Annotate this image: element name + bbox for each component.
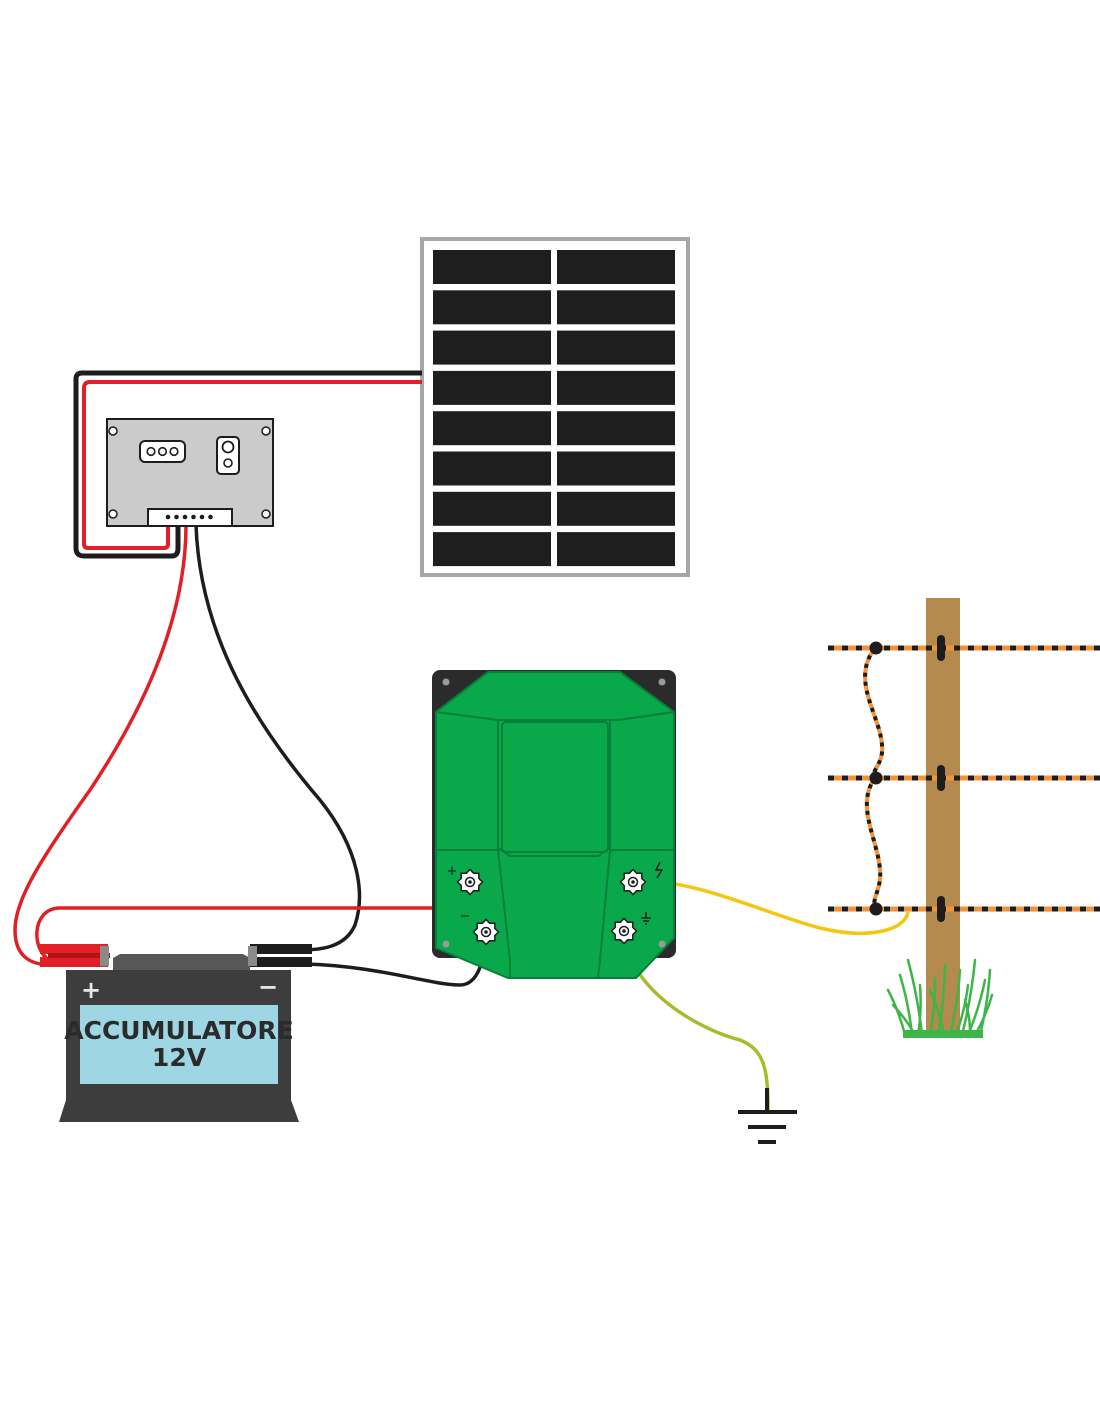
energizer-negative-sign: − bbox=[460, 909, 471, 924]
battery-label-background bbox=[80, 1005, 278, 1084]
red-clamp bbox=[40, 944, 110, 967]
panel-wire-black bbox=[73, 370, 422, 559]
solar-cell bbox=[433, 250, 551, 284]
black-clamp bbox=[248, 944, 312, 967]
solar-cell bbox=[433, 290, 551, 325]
energizer-center-panel bbox=[501, 721, 609, 853]
button-icon bbox=[221, 440, 235, 454]
battery: ACCUMULATORE 12V + − bbox=[40, 944, 312, 1122]
led-icon bbox=[146, 446, 156, 457]
controller-to-battery-red bbox=[13, 524, 188, 967]
solar-cell bbox=[433, 370, 551, 405]
screw-icon bbox=[442, 940, 450, 948]
terminal-knob-icon bbox=[619, 868, 647, 896]
energizer-terminals bbox=[456, 868, 647, 946]
solar-cell bbox=[433, 491, 551, 526]
led-icon bbox=[157, 446, 168, 457]
controller-to-battery-black bbox=[194, 524, 362, 952]
battery-negative-sign: − bbox=[258, 973, 278, 1001]
terminal-dot bbox=[199, 514, 205, 520]
controller-terminal-block bbox=[147, 508, 233, 527]
panel-wire-red bbox=[82, 380, 422, 550]
solar-cell bbox=[557, 532, 675, 567]
solar-cell bbox=[557, 411, 675, 446]
terminal-knob-icon bbox=[610, 917, 638, 945]
grass-blade bbox=[948, 968, 962, 1037]
battery-base bbox=[59, 1100, 299, 1122]
connector-dot bbox=[869, 771, 883, 785]
terminal-dot bbox=[191, 514, 196, 520]
grass-blade bbox=[978, 968, 992, 1037]
screw-icon bbox=[442, 678, 450, 686]
fence-tapes bbox=[828, 635, 1100, 922]
solar-cell bbox=[557, 290, 675, 325]
fence-post bbox=[926, 598, 960, 1035]
solar-panel bbox=[420, 237, 690, 577]
solar-cell bbox=[557, 370, 675, 405]
grass-blade bbox=[960, 958, 977, 1037]
screw-icon bbox=[658, 940, 666, 948]
screw-icon bbox=[261, 426, 271, 436]
insulator-icon bbox=[937, 896, 945, 922]
grass-blade bbox=[936, 963, 947, 1037]
screw-icon bbox=[658, 678, 666, 686]
solar-cell bbox=[557, 330, 675, 365]
fence-energizer: + − bbox=[432, 670, 676, 979]
energizer-to-fence-yellow bbox=[632, 878, 910, 935]
button-icon bbox=[223, 458, 233, 468]
energizer-body bbox=[435, 671, 675, 979]
terminal-dot bbox=[208, 514, 213, 520]
earth-ground-icon bbox=[738, 1088, 797, 1144]
charge-controller bbox=[106, 418, 274, 527]
battery-positive-sign: + bbox=[81, 976, 101, 1004]
screw-icon bbox=[108, 426, 118, 436]
insulator-icon bbox=[937, 765, 945, 791]
controller-terminals bbox=[165, 514, 213, 520]
solar-cell bbox=[557, 491, 675, 526]
terminal-dot bbox=[174, 514, 179, 520]
energizer-positive-sign: + bbox=[447, 864, 458, 879]
led-icon bbox=[169, 446, 179, 457]
connector-dot bbox=[869, 902, 883, 916]
terminal-knob-icon bbox=[472, 918, 500, 946]
terminal-dot bbox=[165, 514, 171, 520]
battery-top-cap bbox=[113, 954, 250, 971]
terminal-knob-icon bbox=[456, 868, 484, 896]
solar-cell bbox=[433, 451, 551, 486]
grass-blade bbox=[906, 958, 924, 1037]
connector-dot bbox=[869, 641, 883, 655]
insulator-icon bbox=[937, 635, 945, 661]
lightning-icon bbox=[654, 861, 664, 879]
solar-cells bbox=[433, 250, 675, 567]
grass-base bbox=[903, 1030, 983, 1038]
terminal-dot bbox=[182, 514, 188, 520]
fence bbox=[828, 598, 1100, 1038]
solar-cell bbox=[433, 532, 551, 567]
grass-icon bbox=[886, 958, 994, 1038]
solar-cell bbox=[557, 250, 675, 284]
grass-blade bbox=[886, 988, 907, 1037]
screw-icon bbox=[108, 509, 118, 519]
screw-icon bbox=[261, 509, 271, 519]
solar-cell bbox=[433, 411, 551, 446]
battery-label-line2: 12V bbox=[152, 1043, 207, 1072]
solar-cell bbox=[557, 451, 675, 486]
solar-cell bbox=[433, 330, 551, 365]
battery-label-line1: ACCUMULATORE bbox=[64, 1016, 294, 1045]
earth-symbol-small-icon bbox=[641, 912, 651, 925]
